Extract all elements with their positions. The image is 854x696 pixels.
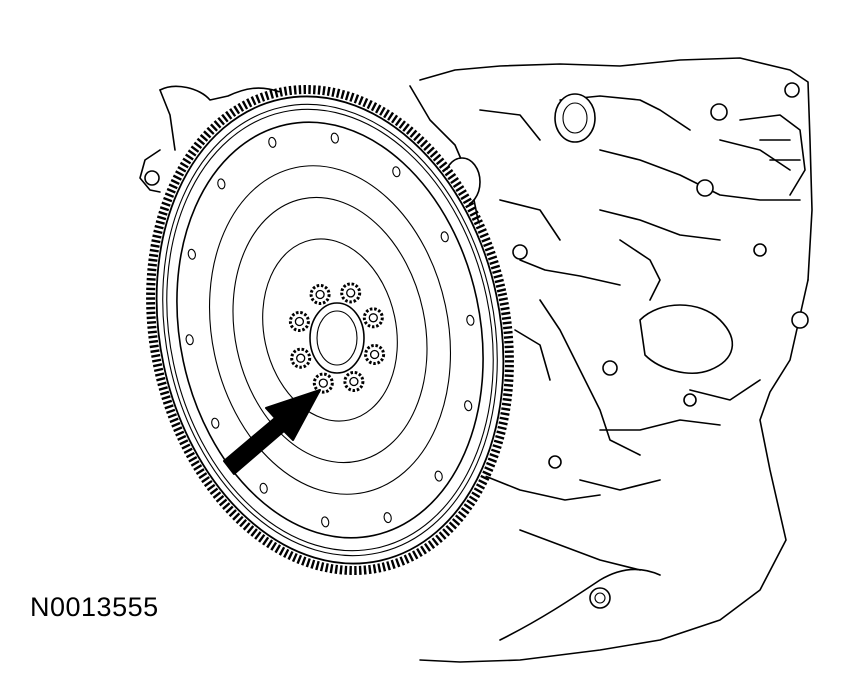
flywheel-hole <box>440 231 449 243</box>
flywheel-hole <box>321 516 330 528</box>
crankshaft-bolt <box>364 344 386 365</box>
flywheel-hole <box>211 417 220 429</box>
crankshaft-bolt <box>362 307 384 329</box>
flywheel-hole <box>464 400 473 412</box>
callout-arrow <box>223 389 321 475</box>
flywheel-outer-holes <box>185 132 475 528</box>
crankshaft-bolt <box>309 284 331 305</box>
flywheel-hole <box>259 482 268 494</box>
crankshaft-bolt <box>343 371 365 392</box>
flywheel-hole <box>187 248 196 260</box>
flywheel-hole <box>392 166 401 178</box>
flywheel-hole <box>217 178 226 190</box>
crankshaft-bolt <box>340 282 362 304</box>
crankshaft-bolts <box>288 282 386 394</box>
crankshaft-hub <box>288 282 386 394</box>
crankshaft-bolt <box>312 372 334 394</box>
crankshaft-bolt <box>288 311 310 332</box>
crankshaft-bolt <box>290 347 312 369</box>
figure-id-label: N0013555 <box>30 592 159 622</box>
flywheel-hole <box>330 132 339 144</box>
engine-block <box>139 57 813 663</box>
flywheel-hole <box>466 314 475 326</box>
flywheel-hole <box>268 136 277 148</box>
flywheel-hole <box>434 470 443 482</box>
flywheel-hole <box>383 512 392 524</box>
flywheel-hole <box>185 334 194 346</box>
